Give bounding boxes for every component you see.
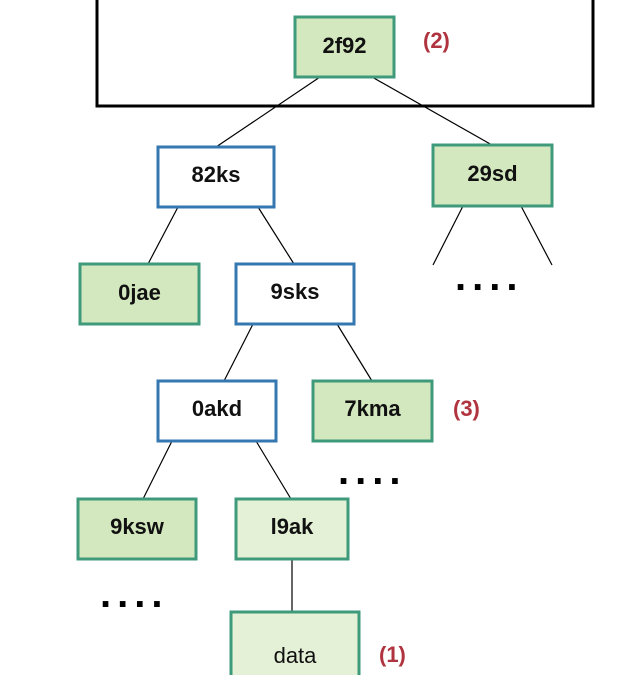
edge-0akd-9ksw: [142, 440, 173, 500]
node-data-label: data: [274, 643, 318, 668]
node-0jae: 0jae: [78, 262, 201, 326]
node-9ksw-label: 9ksw: [110, 514, 165, 539]
ellipsis-7kma-children: ....: [338, 449, 406, 493]
node-2f92: 2f92: [293, 15, 396, 79]
edge-82ks-9sks: [257, 206, 295, 265]
node-82ks-label: 82ks: [192, 162, 241, 187]
node-9sks: 9sks: [234, 262, 356, 326]
edge-2f92-82ks: [215, 76, 321, 148]
node-7kma-box: [311, 379, 434, 443]
node-9ksw-box: [76, 497, 198, 561]
root-highlight-frame: [95, 0, 595, 108]
edge-9sks-0akd: [223, 323, 254, 382]
node-0jae-box: [78, 262, 201, 326]
node-29sd-box: [431, 143, 554, 208]
node-29sd: 29sd: [431, 143, 554, 208]
node-l9ak: l9ak: [234, 497, 350, 561]
edge-82ks-0jae: [147, 206, 179, 265]
node-l9ak-label: l9ak: [271, 514, 315, 539]
node-2f92-box: [293, 15, 396, 79]
node-9sks-label: 9sks: [271, 279, 320, 304]
node-l9ak-box: [234, 497, 350, 561]
edge-29sd-right: [520, 205, 553, 266]
node-7kma: 7kma: [311, 379, 434, 443]
annotation-2: (2): [423, 28, 450, 53]
node-0akd-label: 0akd: [192, 396, 242, 421]
edge-29sd-left: [432, 205, 464, 266]
node-9ksw: 9ksw: [76, 497, 198, 561]
edge-9sks-7kma: [336, 323, 373, 382]
annotation-3: (3): [453, 396, 480, 421]
node-data-box: [229, 610, 361, 675]
node-2f92-label: 2f92: [322, 33, 366, 58]
node-82ks: 82ks: [156, 145, 276, 209]
node-29sd-label: 29sd: [467, 161, 517, 186]
edge-2f92-29sd: [371, 76, 493, 146]
ellipsis-9ksw-children: ....: [100, 572, 168, 616]
edge-0akd-l9ak: [255, 440, 292, 500]
node-0akd-box: [156, 379, 278, 443]
node-82ks-box: [156, 145, 276, 209]
node-data: data: [229, 610, 361, 675]
ellipsis-29sd-children: ....: [455, 255, 523, 299]
node-9sks-box: [234, 262, 356, 326]
node-0jae-label: 0jae: [118, 280, 161, 305]
tree-edges: [142, 76, 553, 612]
annotation-1: (1): [379, 642, 406, 667]
node-0akd: 0akd: [156, 379, 278, 443]
node-7kma-label: 7kma: [344, 396, 401, 421]
